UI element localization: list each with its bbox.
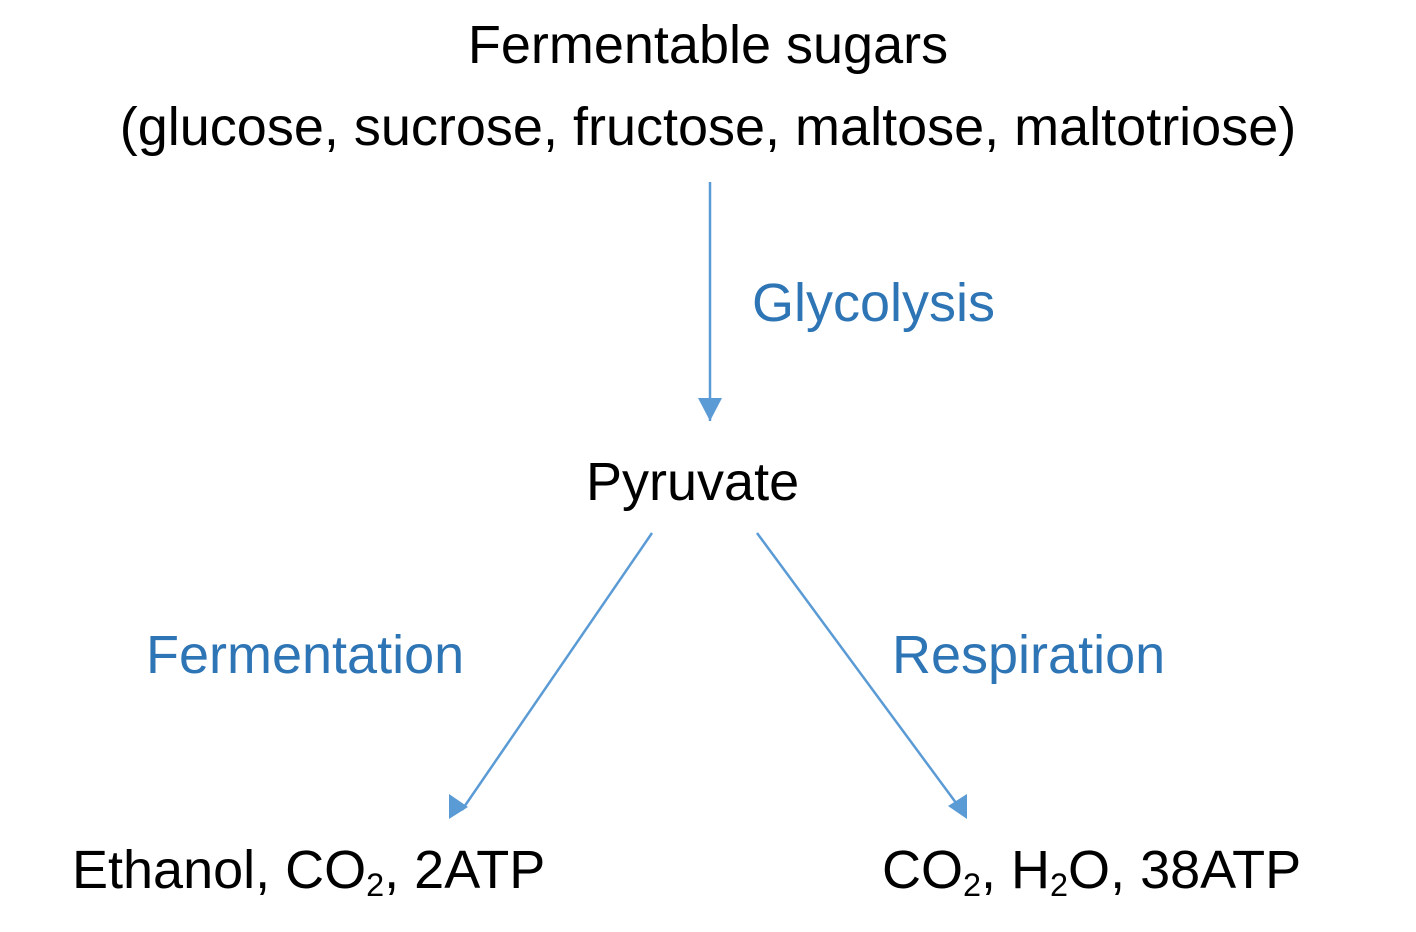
fermentation-label: Fermentation [146, 625, 465, 685]
co2-subscript: 2 [963, 867, 982, 904]
fermentation-atp-text: , 2ATP [384, 840, 546, 900]
substrate-examples: (glucose, sucrose, fructose, maltose, ma… [119, 97, 1297, 157]
substrate-name: Fermentable sugars [467, 15, 949, 75]
respiration-arrowhead [948, 794, 967, 819]
respiration-products: CO2, H2O, 38ATP [882, 840, 1302, 901]
respiration-arrow [755, 532, 964, 812]
fermentation-arrow [460, 532, 654, 811]
glycolysis-arrowhead [698, 398, 722, 421]
glycolysis-label: Glycolysis [752, 273, 996, 333]
respiration-label: Respiration [892, 625, 1166, 685]
fermentation-products: Ethanol, CO2, 2ATP [72, 840, 546, 901]
co2-subscript: 2 [366, 867, 385, 904]
ethanol-co2-text: Ethanol, CO [72, 840, 367, 900]
co2-text: CO [882, 840, 963, 900]
fermentation-arrowhead [449, 794, 468, 819]
h2o-subscript: 2 [1050, 867, 1069, 904]
h2o-h-text: , H [981, 840, 1051, 900]
h2o-o-text: O [1068, 840, 1111, 900]
pyruvate-node: Pyruvate [586, 452, 800, 512]
respiration-atp-text: , 38ATP [1110, 840, 1302, 900]
